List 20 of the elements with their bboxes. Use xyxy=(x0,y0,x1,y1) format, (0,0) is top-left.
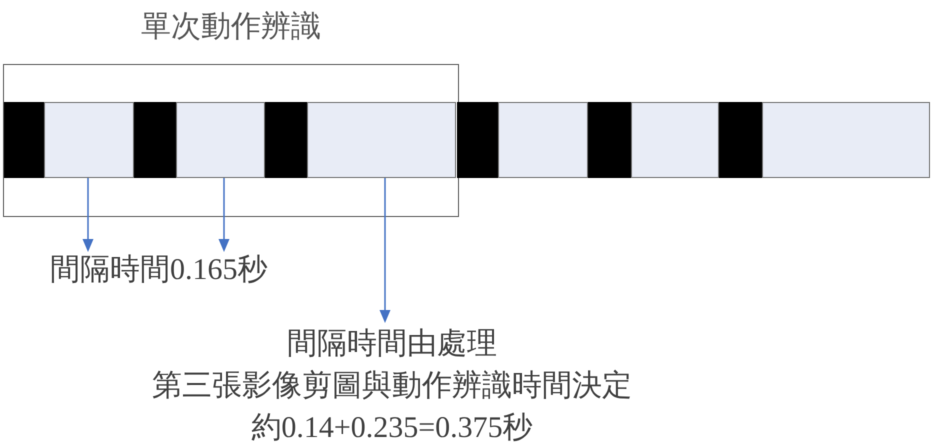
arrow xyxy=(380,178,390,323)
event-block xyxy=(719,102,762,178)
interval-block xyxy=(631,102,719,178)
event-block xyxy=(588,102,631,178)
event-block xyxy=(134,102,176,178)
event-block xyxy=(457,102,498,178)
interval-block xyxy=(44,102,134,178)
group-heading: 單次動作辨識 xyxy=(141,9,321,45)
interval-block xyxy=(762,102,930,178)
interval-block xyxy=(176,102,265,178)
interval-block xyxy=(498,102,588,178)
annotation-text: 間隔時間0.165秒 xyxy=(50,252,268,288)
annotation-text: 第三張影像剪圖與動作辨識時間決定 xyxy=(152,368,632,404)
arrow xyxy=(82,178,94,252)
annotation-text: 約0.14+0.235=0.375秒 xyxy=(251,410,533,445)
arrow xyxy=(218,178,230,252)
event-block xyxy=(4,102,44,178)
annotation-text: 間隔時間由處理 xyxy=(287,326,497,362)
interval-block xyxy=(307,102,456,178)
event-block xyxy=(265,102,307,178)
